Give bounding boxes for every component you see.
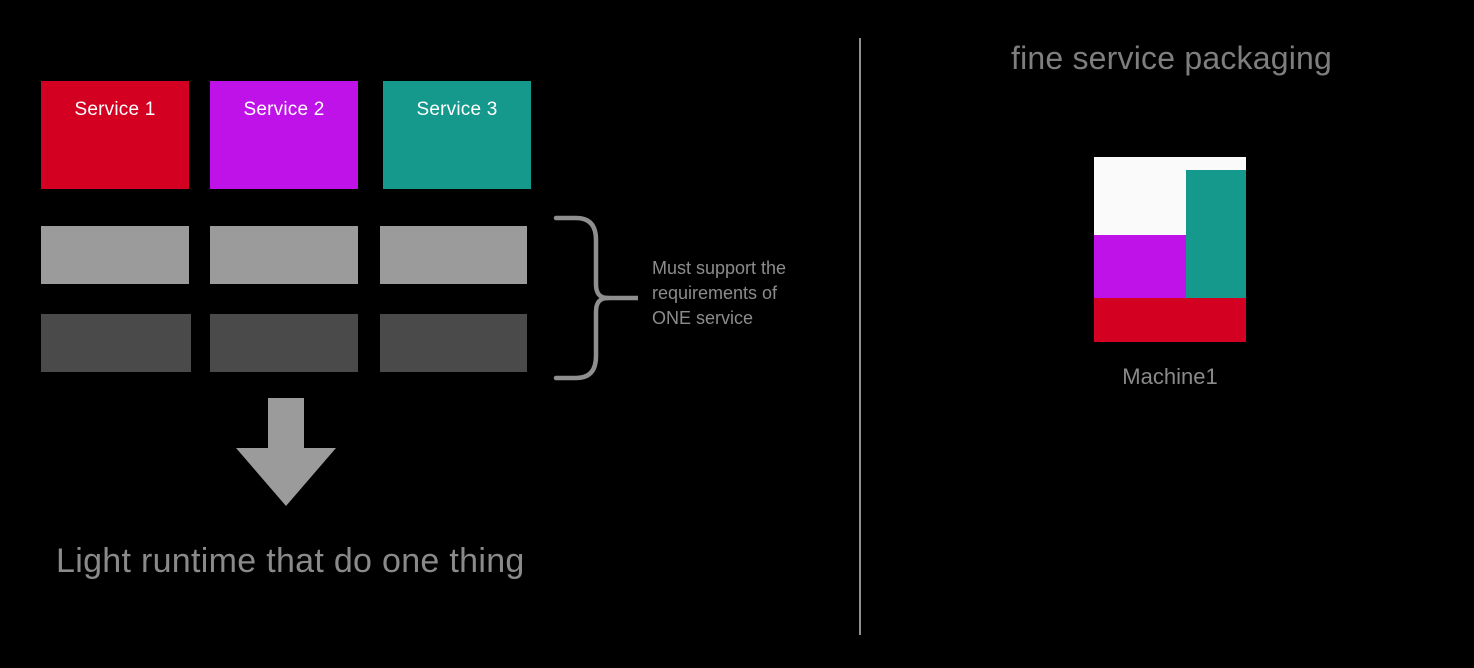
requirements-note-line-1: Must support the	[652, 258, 787, 278]
machine-stack	[1094, 157, 1246, 342]
service-box-2-label: Service 2	[243, 99, 325, 120]
light-runtime-caption: Light runtime that do one thing	[56, 542, 525, 580]
middleware-block-3	[380, 226, 527, 284]
requirements-note: Must support the requirements of ONE ser…	[652, 256, 852, 331]
requirements-note-line-2: requirements of	[652, 283, 778, 303]
os-block-1	[41, 314, 191, 372]
service-box-3: Service 3	[383, 81, 531, 189]
panel-divider	[859, 38, 861, 635]
os-block-2	[210, 314, 358, 372]
requirements-brace	[552, 214, 648, 382]
os-block-3	[380, 314, 527, 372]
service-box-1: Service 1	[41, 81, 189, 189]
requirements-note-line-3: ONE service	[652, 308, 754, 328]
right-panel-title: fine service packaging	[1011, 40, 1333, 76]
brace-icon	[553, 215, 638, 381]
machine-segment-service-2	[1094, 235, 1186, 298]
machine-stack-label: Machine1	[1122, 364, 1218, 389]
down-arrow-icon	[232, 398, 340, 508]
service-box-1-label: Service 1	[74, 99, 156, 120]
arrow-down-glyph	[236, 398, 336, 506]
service-box-2: Service 2	[210, 81, 358, 189]
middleware-block-1	[41, 226, 189, 284]
machine-segment-service-1	[1094, 298, 1246, 342]
middleware-block-2	[210, 226, 358, 284]
service-box-3-label: Service 3	[416, 99, 498, 120]
machine-segment-service-3	[1186, 170, 1246, 298]
